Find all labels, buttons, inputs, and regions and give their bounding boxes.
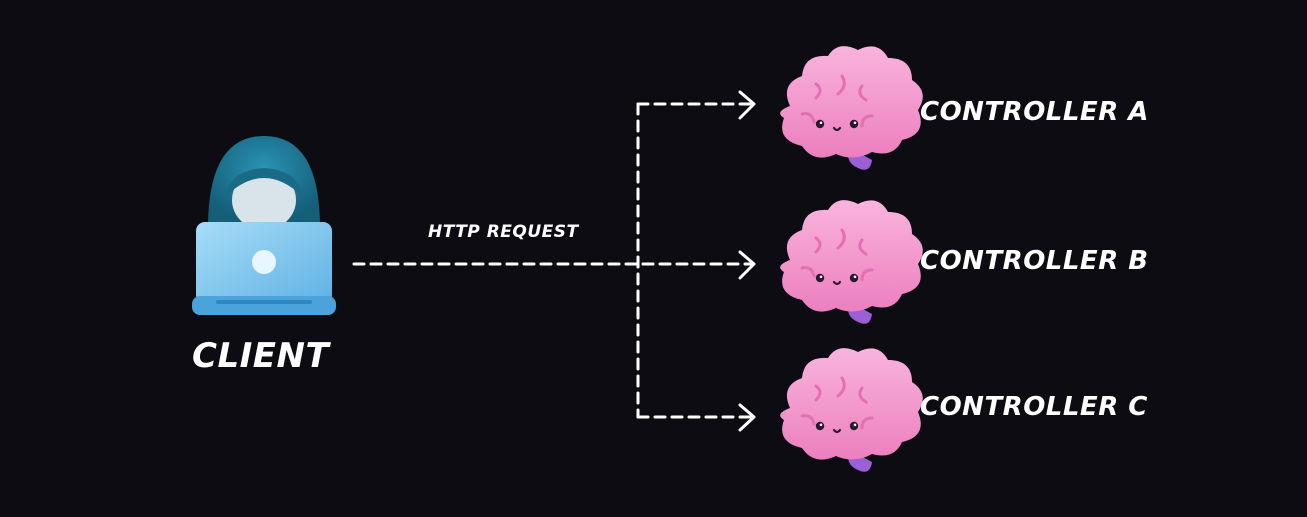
arrow-head-c [738,403,756,432]
controller-a-brain-icon [778,44,925,172]
controller-c-label: CONTROLLER C [920,392,1148,422]
controller-b-label: CONTROLLER B [920,246,1149,276]
controller-a-label: CONTROLLER A [920,97,1149,127]
http-request-label: HTTP REQUEST [428,222,579,242]
connector-arrows [352,90,756,432]
arrow-head-b [738,250,756,280]
controller-b-brain-icon [778,198,925,326]
arrow-head-a [738,90,756,120]
client-label: CLIENT [192,336,330,376]
hooded-user-with-laptop-icon [192,136,336,315]
controller-c-brain-icon [778,346,925,474]
